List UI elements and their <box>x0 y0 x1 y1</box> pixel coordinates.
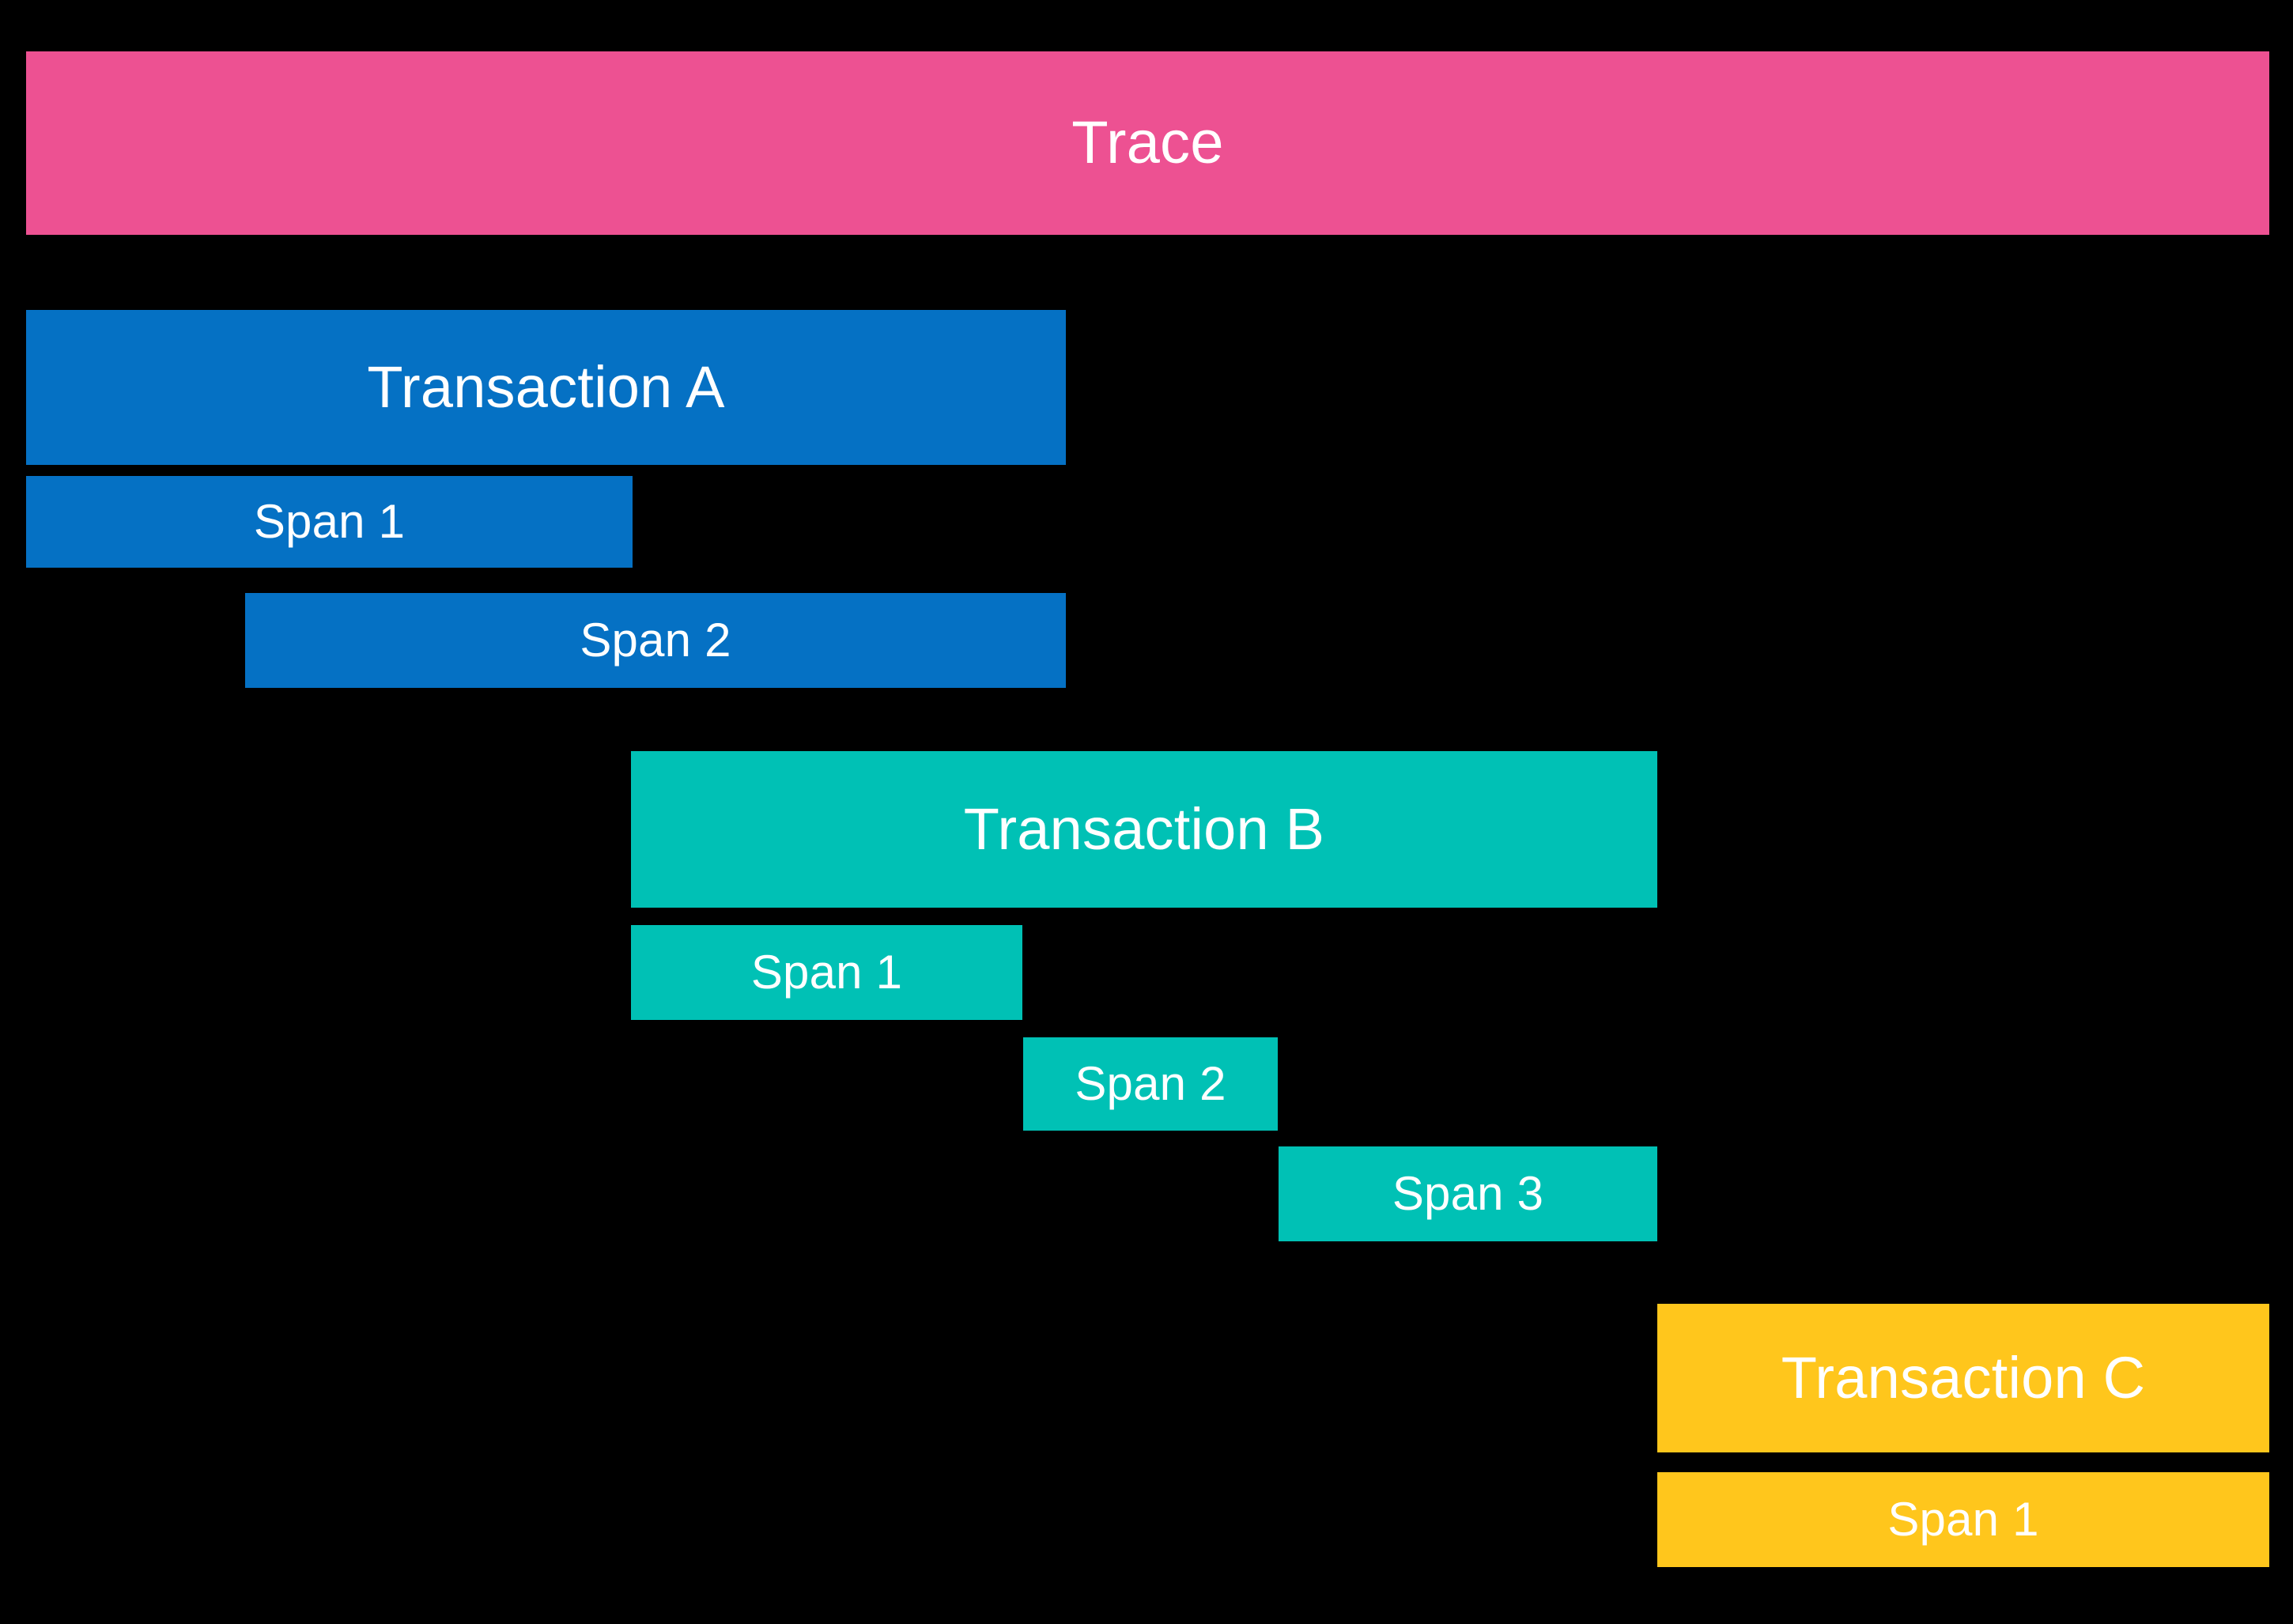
transaction-b-bar[interactable]: Transaction B <box>631 751 1657 908</box>
transaction-a-bar[interactable]: Transaction A <box>26 310 1066 465</box>
transaction-a-span-1-label: Span 1 <box>253 495 406 548</box>
trace-bar-label: Trace <box>1071 109 1224 176</box>
transaction-a-label: Transaction A <box>367 354 725 420</box>
transaction-b-span-2-label: Span 2 <box>1075 1057 1226 1110</box>
transaction-a-span-2-bar[interactable]: Span 2 <box>245 593 1066 688</box>
trace-bar[interactable]: Trace <box>26 51 2269 235</box>
transaction-b-span-3-bar[interactable]: Span 3 <box>1279 1146 1657 1241</box>
transaction-b-span-1-label: Span 1 <box>750 946 903 999</box>
transaction-a-span-1-bar[interactable]: Span 1 <box>26 476 633 568</box>
transaction-b-label: Transaction B <box>963 796 1325 862</box>
transaction-c-span-1-label: Span 1 <box>1887 1493 2039 1546</box>
transaction-b-span-1-bar[interactable]: Span 1 <box>631 925 1022 1020</box>
transaction-a-span-2-label: Span 2 <box>580 614 731 667</box>
transaction-b-span-2-bar[interactable]: Span 2 <box>1023 1037 1278 1131</box>
transaction-c-span-1-bar[interactable]: Span 1 <box>1657 1472 2269 1567</box>
transaction-c-label: Transaction C <box>1781 1345 2146 1411</box>
transaction-b-span-3-label: Span 3 <box>1392 1167 1544 1220</box>
transaction-c-bar[interactable]: Transaction C <box>1657 1304 2269 1452</box>
